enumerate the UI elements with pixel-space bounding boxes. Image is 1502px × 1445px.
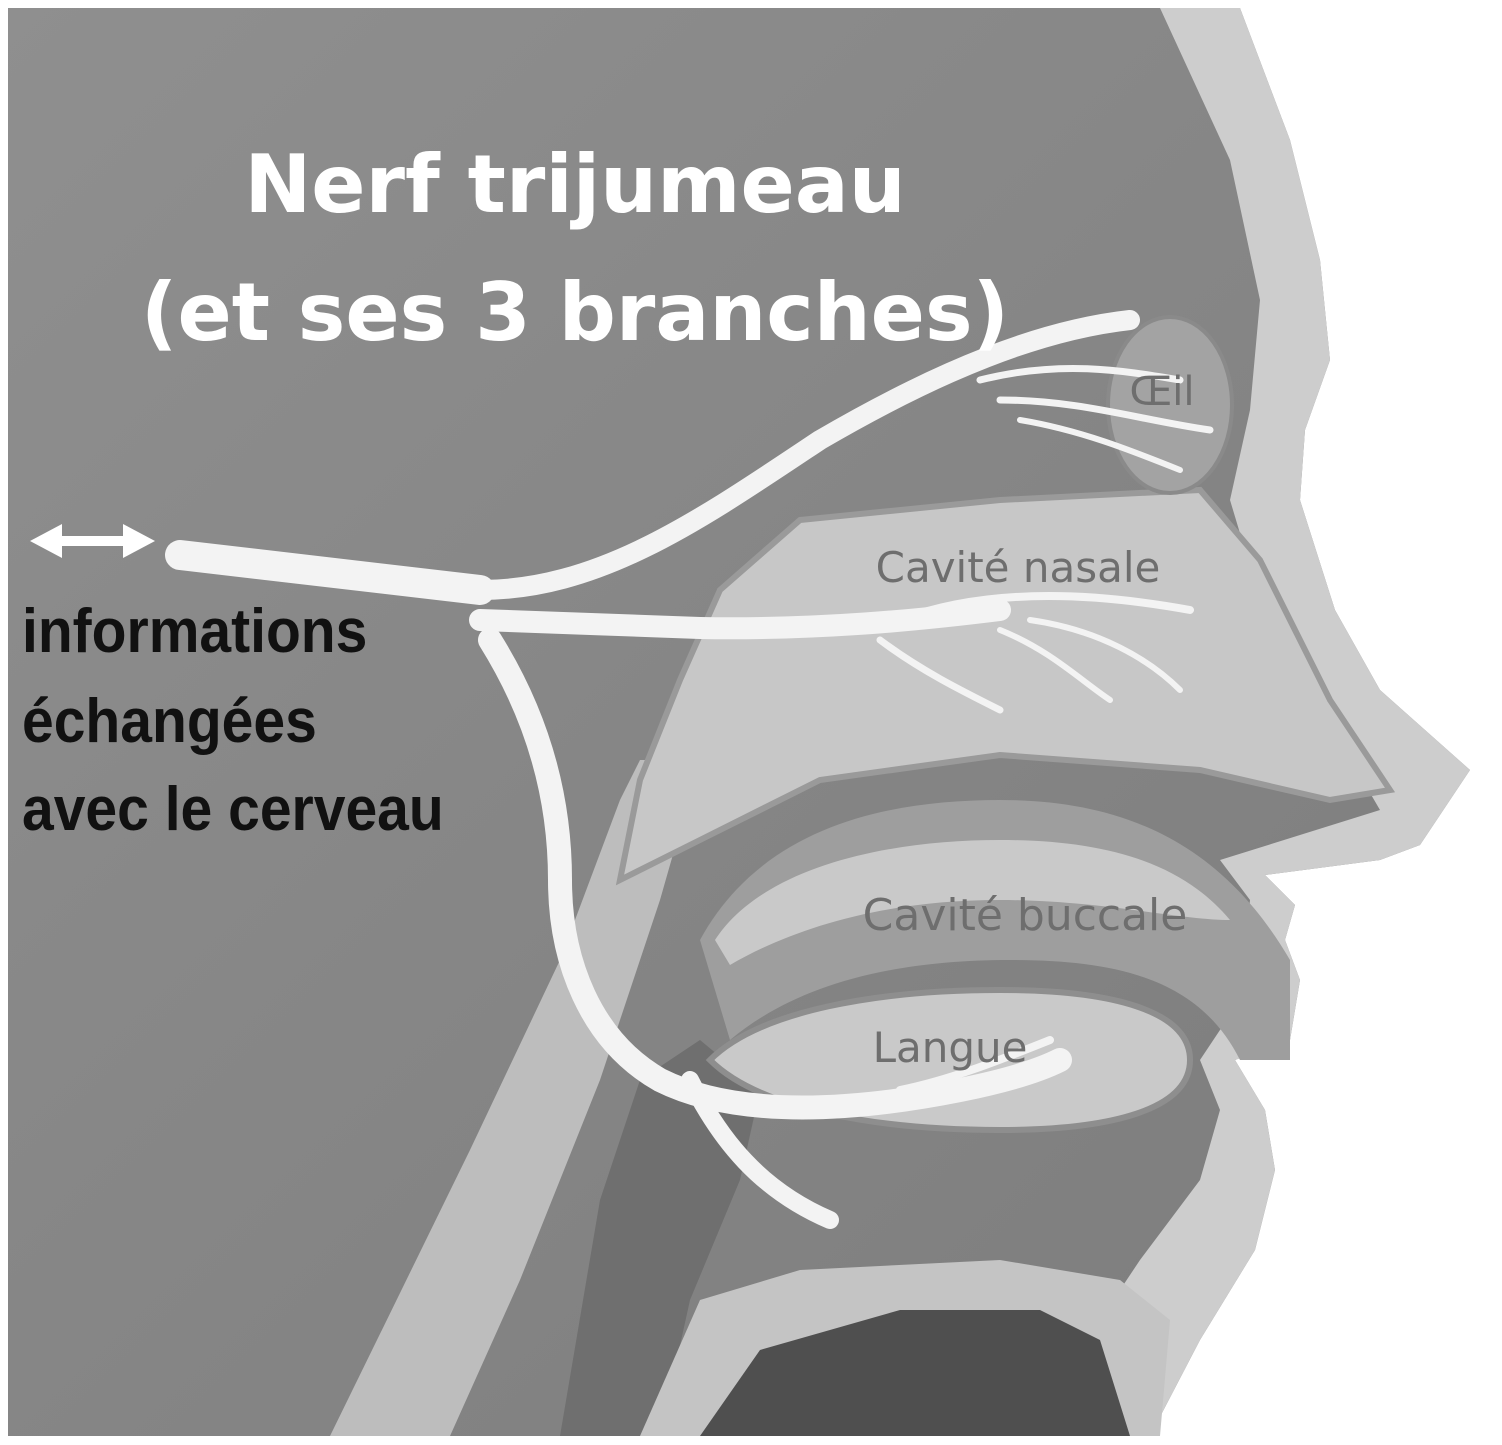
- info-line-1: informations: [22, 596, 367, 666]
- title-line-2: (et ses 3 branches): [141, 266, 1009, 359]
- info-line-2: échangées: [22, 686, 317, 756]
- title-line-1: Nerf trijumeau: [244, 138, 905, 231]
- nasal-cavity-label: Cavité nasale: [876, 543, 1161, 592]
- info-line-3: avec le cerveau: [22, 774, 444, 844]
- oral-cavity-label: Cavité buccale: [863, 890, 1188, 941]
- tongue-label: Langue: [873, 1023, 1028, 1072]
- eye-label: Œil: [1129, 369, 1194, 415]
